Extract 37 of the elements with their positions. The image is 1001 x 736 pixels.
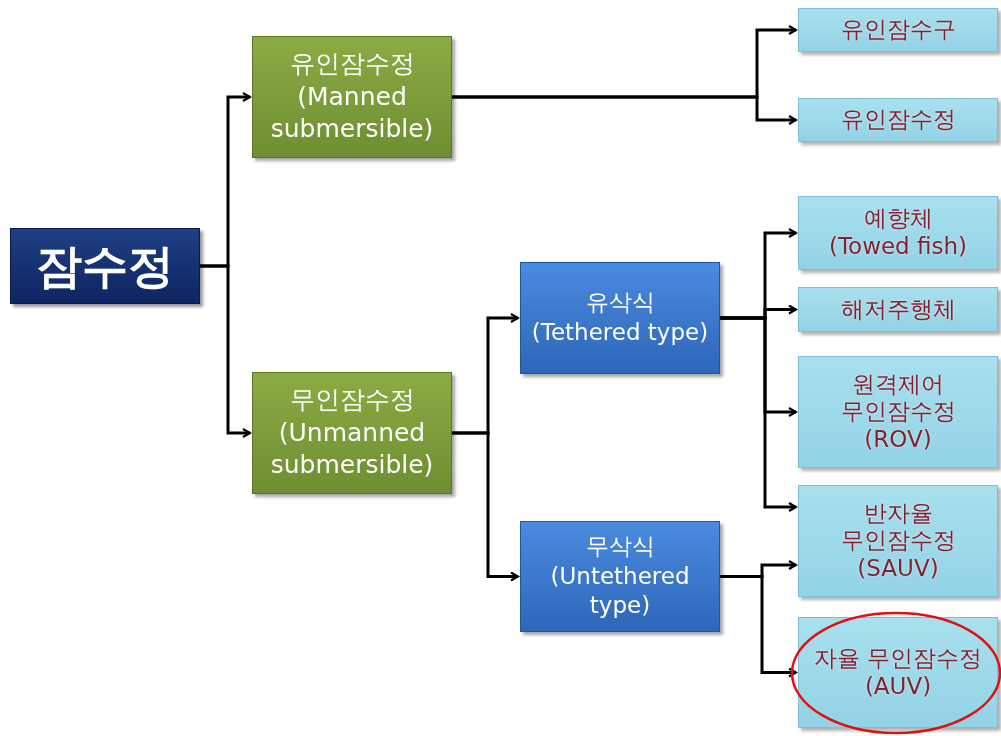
connector-arrow (720, 316, 798, 513)
node-label: (Manned submersible) (269, 80, 435, 146)
node-label: 유삭식 (585, 288, 655, 318)
node-label: 반자율 무인잠수정 (839, 499, 957, 555)
node-label: 무삭식 (585, 531, 655, 561)
node-label: 유인잠수정 (289, 48, 415, 81)
connector-arrow (720, 575, 798, 678)
node-label: (AUV) (864, 672, 932, 701)
connector-arrow (452, 95, 798, 126)
node-label: 잠수정 (36, 237, 174, 295)
node-label: (SAUV) (857, 554, 939, 583)
leaf-box (798, 485, 998, 597)
node-label: 무인잠수정 (289, 384, 415, 417)
type-box (520, 521, 720, 632)
node-label: 유인잠수구 (840, 16, 956, 44)
leaf-box (798, 8, 998, 52)
node-label: 자율 무인잠수정 (813, 644, 983, 673)
leaf-box (798, 98, 998, 142)
root-box (10, 228, 200, 304)
node-label: (Unmanned submersible) (269, 416, 435, 482)
category-box (252, 372, 452, 494)
connector-arrow (452, 431, 520, 582)
leaf-box (798, 617, 998, 728)
node-label: (Tethered type) (531, 318, 709, 347)
leaf-box (798, 287, 998, 332)
node-label: 유인잠수정 (840, 106, 956, 134)
leaf-box (798, 196, 998, 270)
node-label: (ROV) (864, 425, 932, 454)
category-box (252, 36, 452, 158)
node-label: (Untethered type) (549, 561, 691, 621)
node-label: 예향체 (863, 205, 933, 233)
node-label: 해저주행체 (840, 295, 956, 324)
node-label: 원격제어 무인잠수정 (839, 370, 957, 426)
type-box (520, 262, 720, 374)
leaf-box (798, 356, 998, 468)
connector-arrow (200, 264, 252, 439)
node-label: (Towed fish) (828, 233, 968, 261)
